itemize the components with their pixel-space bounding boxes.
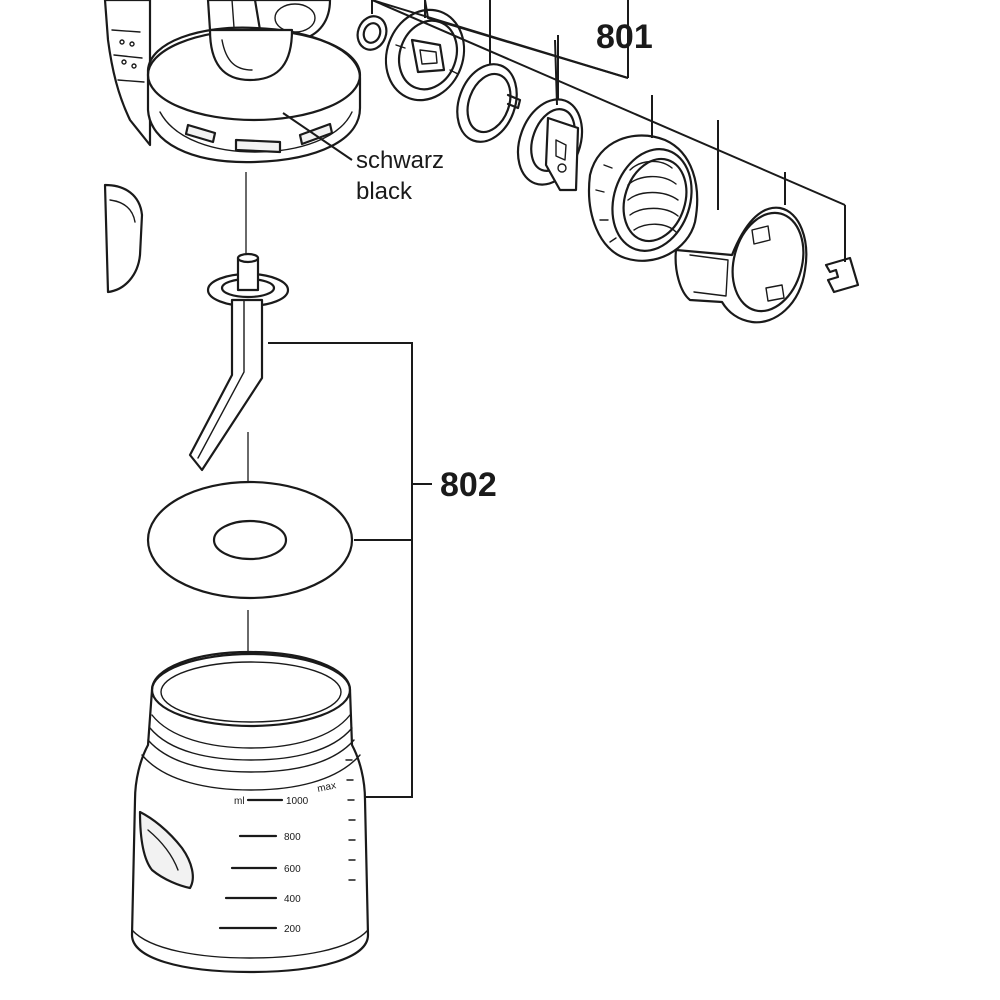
callout-802-bracket bbox=[268, 342, 432, 798]
assembly-801-parts bbox=[356, 8, 860, 324]
scale-mark-200: 200 bbox=[284, 924, 301, 935]
scale-max-label: max bbox=[316, 780, 337, 795]
black-note-leader bbox=[282, 112, 353, 161]
spray-gun-body bbox=[103, 0, 362, 294]
callout-802: 802 bbox=[440, 466, 497, 504]
scale-mark-1000: 1000 bbox=[286, 796, 309, 807]
scale-mark-800: 800 bbox=[284, 832, 301, 843]
air-cap-insert-part bbox=[516, 98, 584, 192]
paint-container-part: ml 1000 max 800 600 400 200 bbox=[130, 650, 370, 974]
gasket-disc-part bbox=[146, 480, 354, 600]
o-ring-part bbox=[356, 15, 388, 51]
suction-tube-part bbox=[188, 252, 290, 472]
color-note-english: black bbox=[356, 178, 413, 205]
callout-801: 801 bbox=[596, 18, 653, 56]
clip-part bbox=[824, 256, 860, 294]
scale-mark-600: 600 bbox=[284, 864, 301, 875]
union-nut-part bbox=[588, 134, 699, 262]
scale-mark-400: 400 bbox=[284, 894, 301, 905]
scale-unit: ml bbox=[234, 796, 245, 807]
color-note-german: schwarz bbox=[356, 147, 444, 174]
membrane-part bbox=[456, 63, 522, 143]
callout-801-bracket bbox=[371, 0, 846, 262]
nozzle-cap-part bbox=[674, 206, 808, 324]
